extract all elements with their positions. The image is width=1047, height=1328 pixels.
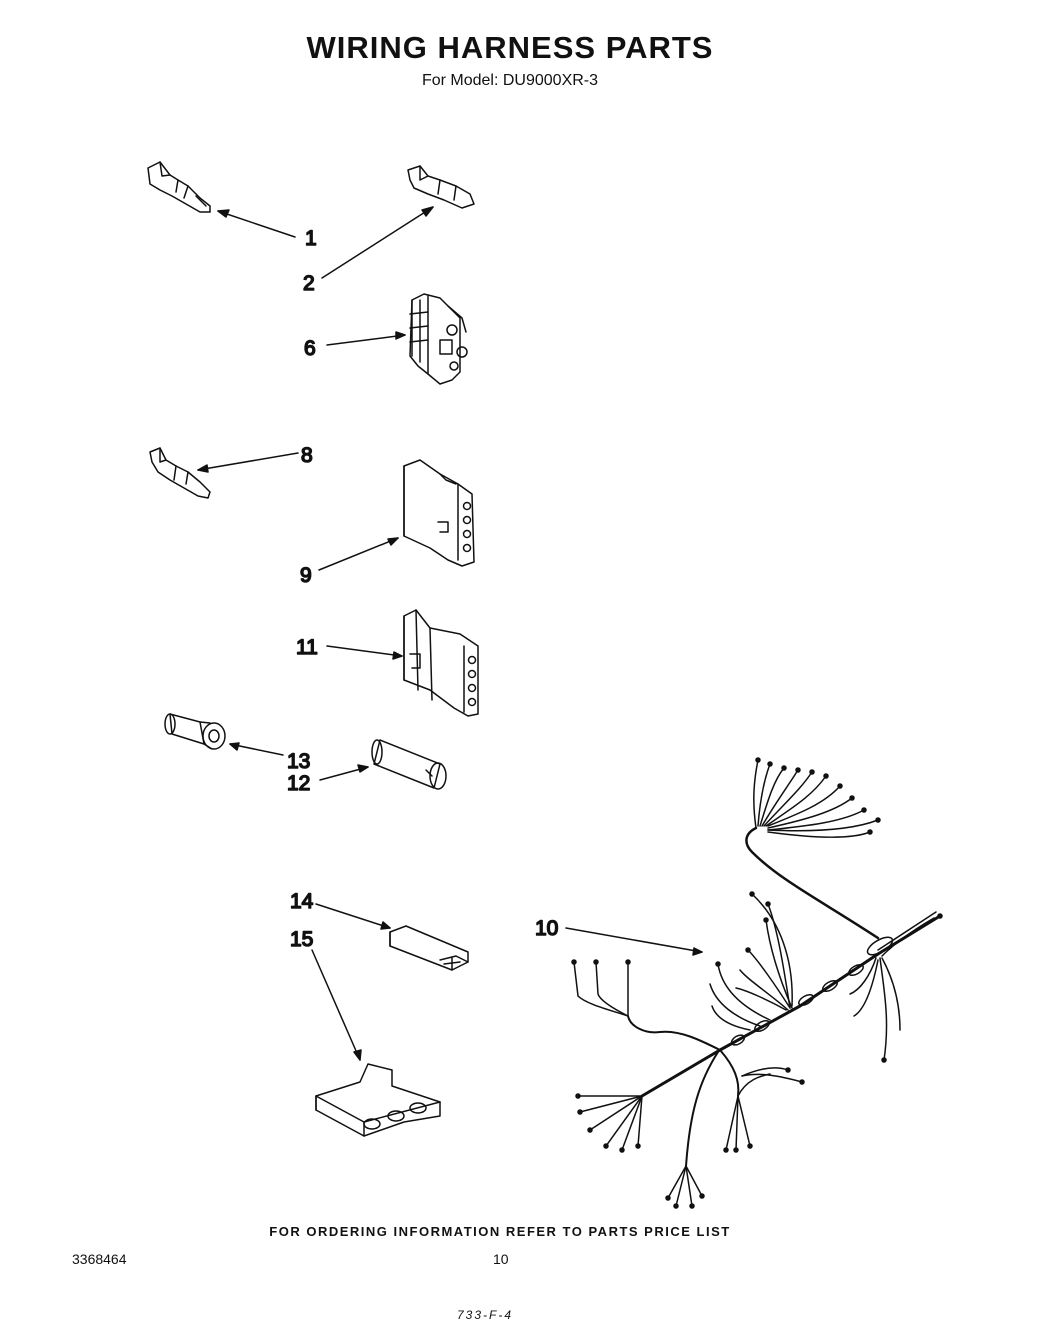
part-15-bracket (315, 1063, 441, 1137)
callout-6: 6 (304, 337, 316, 360)
leader-13 (229, 742, 284, 756)
leader-15 (311, 949, 362, 1061)
leader-6 (326, 331, 406, 346)
part-14-clip (389, 925, 469, 971)
callout-9: 9 (300, 564, 312, 587)
page-number: 10 (493, 1251, 509, 1267)
leader-11 (326, 645, 403, 660)
part-12-splice (371, 739, 447, 790)
callout-10: 10 (535, 917, 558, 940)
part-9-housing (403, 459, 475, 567)
part-10-wiring-harness (571, 757, 943, 1209)
ordering-note: FOR ORDERING INFORMATION REFER TO PARTS … (269, 1224, 731, 1239)
page-subtitle: For Model: DU9000XR-3 (421, 72, 599, 89)
part-11-housing (403, 609, 479, 717)
callout-15: 15 (290, 928, 313, 951)
callout-1: 1 (305, 227, 317, 250)
callout-2: 2 (303, 272, 315, 295)
part-2-terminal (407, 165, 475, 209)
leader-14 (315, 903, 391, 930)
part-8-terminal (149, 447, 211, 499)
leader-8 (197, 452, 299, 473)
leader-1 (217, 209, 296, 238)
callout-12: 12 (287, 772, 310, 795)
part-13-ferrule (164, 713, 226, 750)
callout-11: 11 (296, 636, 318, 659)
leader-2 (321, 206, 434, 279)
callout-8: 8 (301, 444, 313, 467)
reference-code: 733-F-4 (457, 1308, 514, 1322)
leader-9 (318, 537, 399, 571)
page-title: WIRING HARNESS PARTS (306, 30, 714, 65)
leader-12 (319, 764, 369, 781)
part-1-terminal (147, 161, 211, 213)
document-number: 3368464 (72, 1251, 127, 1267)
part-6-connector (409, 293, 468, 385)
callout-13: 13 (287, 750, 310, 773)
leader-10 (565, 927, 703, 956)
callout-14: 14 (290, 890, 314, 913)
